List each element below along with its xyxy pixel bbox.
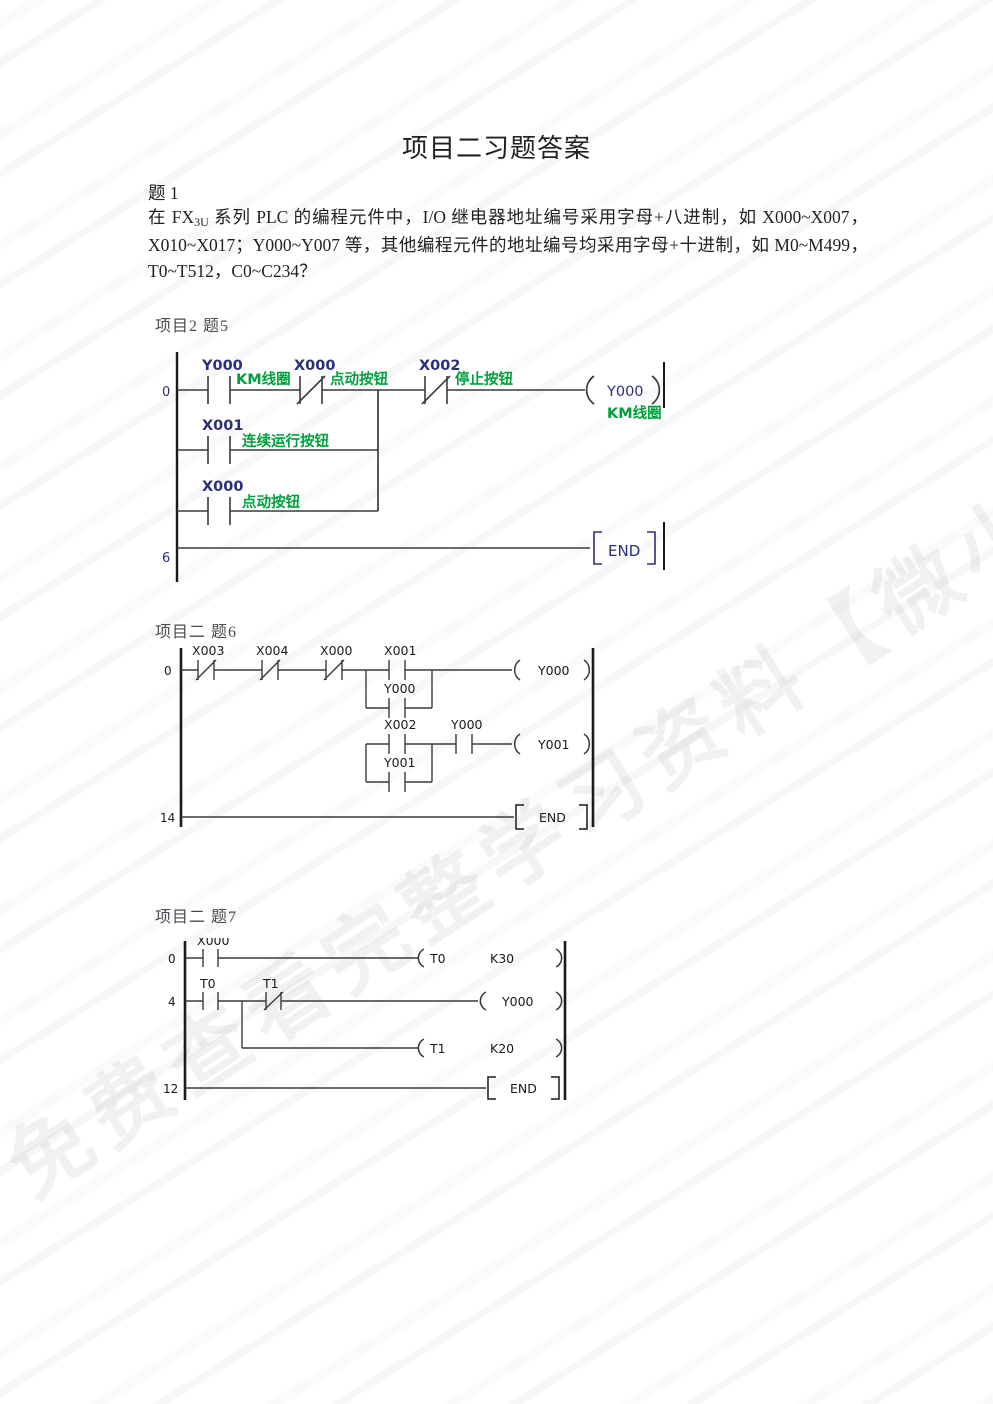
question-1-label: 题 1 xyxy=(148,183,179,203)
device-label-x002: X002 xyxy=(384,717,416,732)
question-1-rest: 系列 PLC 的编程元件中，I/O 继电器地址编号采用字母+八进制，如 X000… xyxy=(148,207,868,281)
step-number: 4 xyxy=(168,995,176,1009)
coil-label-t0: T0 xyxy=(429,951,446,966)
device-label-y000-fb: Y000 xyxy=(383,681,416,696)
comment-jog-button-2: 点动按钮 xyxy=(242,493,300,511)
question-1-body: 在 FX3U 系列 PLC 的编程元件中，I/O 继电器地址编号采用字母+八进制… xyxy=(148,204,868,284)
coil-label-y000: Y000 xyxy=(501,994,534,1009)
step-number: 12 xyxy=(163,1082,178,1096)
question-1-prefix: 在 FX xyxy=(148,207,195,227)
device-label-y000: Y000 xyxy=(201,358,243,374)
section-label-2: 项目二 题6 xyxy=(155,624,238,641)
section-label-1: 项目2 题5 xyxy=(155,318,230,335)
device-label-x004: X004 xyxy=(256,645,288,658)
coil-label-y001: Y001 xyxy=(537,737,570,752)
question-1-subscript: 3U xyxy=(194,215,209,229)
device-label-x000-2: X000 xyxy=(202,479,243,495)
page-title: 项目二习题答案 xyxy=(401,134,591,163)
device-label-x000: X000 xyxy=(294,358,335,374)
step-number: 0 xyxy=(162,385,170,400)
coil-label-y000: Y000 xyxy=(606,384,644,400)
ladder-diagram-2: 0 14 X003 X004 X000 X001 Y000 X002 Y000 … xyxy=(160,645,610,835)
device-label-t1: T1 xyxy=(262,976,279,991)
comment-continuous-run-button: 连续运行按钮 xyxy=(242,432,329,450)
device-label-x003: X003 xyxy=(192,645,224,658)
comment-stop-button: 停止按钮 xyxy=(455,370,513,388)
instruction-end: END xyxy=(608,542,640,560)
coil-label-y000: Y000 xyxy=(537,663,570,678)
instruction-end: END xyxy=(510,1081,537,1096)
ladder-diagram-1: 0 6 Y000 X000 X002 Y000 X001 X000 END KM… xyxy=(160,350,680,590)
step-number: 0 xyxy=(168,952,176,966)
device-label-y000-interlock: Y000 xyxy=(450,717,483,732)
comment-km-coil: KM线圈 xyxy=(236,370,291,388)
device-label-x000: X000 xyxy=(197,938,229,948)
step-number: 6 xyxy=(162,551,170,566)
instruction-end: END xyxy=(539,810,566,825)
coil-label-t1: T1 xyxy=(429,1041,446,1056)
device-label-t0: T0 xyxy=(199,976,216,991)
device-label-x000: X000 xyxy=(320,645,352,658)
comment-jog-button: 点动按钮 xyxy=(330,370,388,388)
comment-km-coil-2: KM线圈 xyxy=(607,404,662,422)
preset-label-k30: K30 xyxy=(490,951,514,966)
device-label-x001: X001 xyxy=(202,418,243,434)
section-label-3: 项目二 题7 xyxy=(155,909,238,926)
ladder-diagram-3: 0 4 12 X000 T0 T1 T0 K30 Y000 T1 K20 END xyxy=(160,938,590,1108)
step-number: 14 xyxy=(160,811,175,825)
step-number: 0 xyxy=(164,664,172,678)
device-label-x002: X002 xyxy=(419,358,460,374)
preset-label-k20: K20 xyxy=(490,1041,514,1056)
device-label-x001: X001 xyxy=(384,645,416,658)
device-label-y001-fb: Y001 xyxy=(383,755,416,770)
